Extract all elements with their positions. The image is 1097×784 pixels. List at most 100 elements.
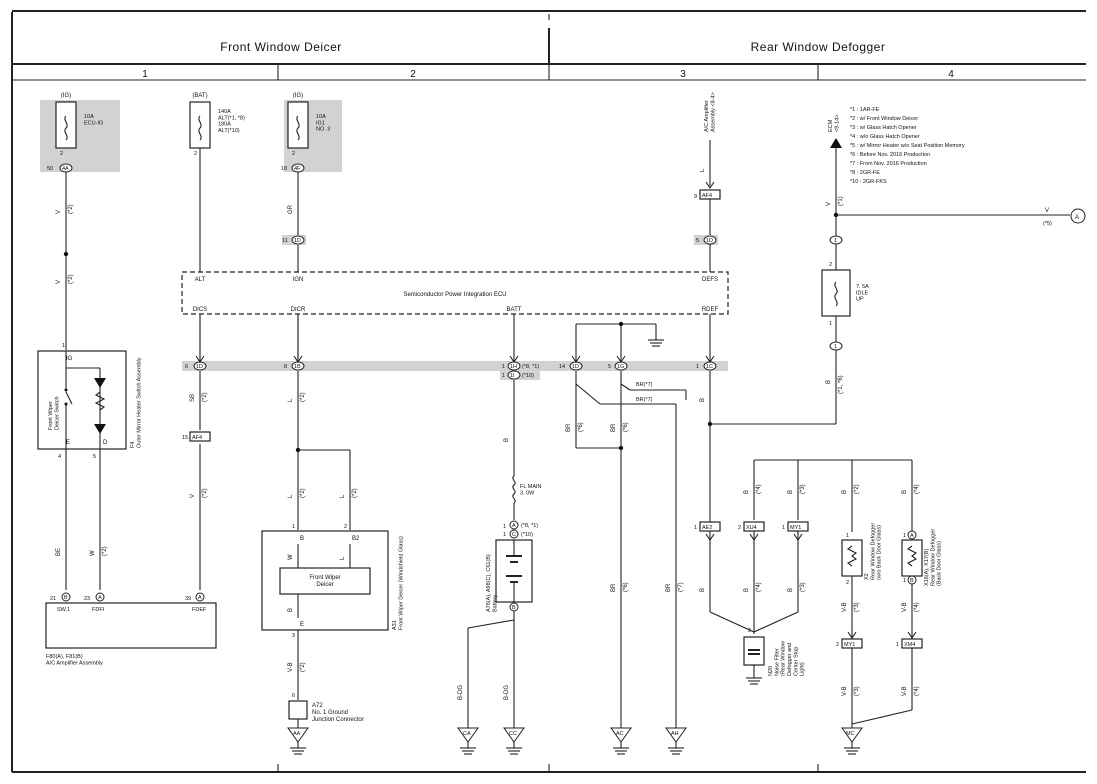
svg-text:B: B	[512, 605, 516, 611]
svg-text:*7 : From Nov. 2016 Production: *7 : From Nov. 2016 Production	[850, 161, 927, 167]
svg-text:(*2): (*2)	[300, 662, 306, 672]
svg-text:5: 5	[696, 238, 699, 244]
svg-text:(IG): (IG)	[293, 93, 303, 99]
svg-text:XM4: XM4	[904, 642, 915, 648]
column-label: 3	[680, 69, 686, 80]
svg-text:DEFS: DEFS	[702, 277, 718, 283]
svg-text:2: 2	[60, 151, 63, 157]
svg-text:1: 1	[903, 533, 906, 539]
svg-text:BR: BR	[566, 423, 572, 432]
svg-text:AA: AA	[293, 731, 301, 737]
svg-text:1: 1	[829, 321, 832, 327]
svg-text:B-DG: B-DG	[458, 685, 464, 700]
svg-text:11: 11	[282, 238, 288, 244]
ecu-label: Semiconductor Power Integration ECU	[403, 292, 506, 298]
svg-text:V-B: V-B	[902, 686, 908, 696]
fusible-link-icon	[512, 475, 516, 504]
svg-text:L: L	[340, 556, 346, 560]
svg-text:1: 1	[502, 373, 505, 379]
svg-text:FDFI: FDFI	[92, 607, 105, 613]
svg-text:Front WiperDeicer Switch: Front WiperDeicer Switch	[48, 396, 60, 430]
ground-icon: AC	[610, 727, 632, 755]
svg-text:E: E	[300, 622, 304, 628]
svg-text:15: 15	[182, 435, 188, 441]
svg-text:L: L	[288, 398, 294, 402]
svg-text:CA: CA	[463, 731, 471, 737]
svg-text:IG: IG	[66, 356, 73, 362]
svg-text:V: V	[190, 494, 196, 498]
svg-text:(*2): (*2)	[300, 392, 306, 402]
svg-text:MC: MC	[846, 731, 855, 737]
notes-legend: *1 : 1AR-FE *2 : w/ Front Window Deicer …	[850, 107, 965, 185]
svg-text:(*8, *1): (*8, *1)	[522, 364, 539, 370]
svg-text:AF4: AF4	[192, 435, 202, 441]
svg-text:A: A	[1075, 215, 1079, 221]
svg-text:21: 21	[50, 596, 56, 602]
svg-text:5: 5	[93, 454, 96, 460]
svg-text:B: B	[744, 588, 750, 592]
svg-text:W: W	[288, 554, 294, 560]
svg-text:14: 14	[559, 364, 565, 370]
svg-text:(*5): (*5)	[1043, 221, 1052, 227]
svg-text:*5 : w/ Mirror Heater w/o Seat: *5 : w/ Mirror Heater w/o Seat Position …	[850, 143, 965, 149]
svg-text:XU4: XU4	[746, 525, 757, 531]
svg-text:(*2): (*2)	[352, 488, 358, 498]
ac-amp-ref: A/C AmplifierAssembly <8-4>	[704, 92, 716, 132]
svg-text:6: 6	[292, 693, 295, 699]
fuse-icon	[198, 115, 202, 141]
svg-text:1D: 1D	[572, 364, 579, 370]
svg-text:1D: 1D	[196, 364, 203, 370]
svg-text:B: B	[64, 595, 68, 601]
svg-text:1: 1	[62, 343, 65, 349]
svg-text:C: C	[512, 532, 516, 538]
noise-filter-label: N20Noise Filter(Rear WindowDefogger andC…	[768, 641, 806, 676]
svg-text:L: L	[340, 494, 346, 498]
led-icon	[94, 378, 106, 388]
svg-text:BATT: BATT	[507, 307, 522, 313]
fuse-icon	[64, 115, 68, 141]
svg-text:DICR: DICR	[291, 307, 306, 313]
svg-text:V-B: V-B	[902, 602, 908, 612]
svg-text:AE2: AE2	[702, 525, 712, 531]
svg-text:1: 1	[834, 344, 837, 350]
svg-text:50: 50	[47, 166, 53, 172]
svg-text:(*10): (*10)	[522, 373, 534, 379]
svg-text:GR: GR	[288, 204, 294, 214]
svg-text:(*4): (*4)	[914, 686, 920, 696]
svg-text:(*4): (*4)	[914, 484, 920, 494]
svg-text:(*2): (*2)	[202, 488, 208, 498]
svg-text:1: 1	[503, 524, 506, 530]
ground-icon: CC	[503, 727, 525, 755]
svg-text:1: 1	[903, 578, 906, 584]
svg-text:BR: BR	[611, 423, 617, 432]
svg-text:B: B	[700, 398, 706, 402]
wires-col1: V (*2) V (*2) BE W (*2)	[56, 172, 108, 590]
svg-text:(*2): (*2)	[202, 392, 208, 402]
svg-text:B: B	[826, 380, 832, 384]
svg-text:4A: 4A	[62, 166, 69, 172]
svg-text:1I: 1I	[510, 373, 515, 379]
svg-text:B: B	[744, 490, 750, 494]
svg-text:V-B: V-B	[288, 662, 294, 672]
svg-text:(*3): (*3)	[800, 484, 806, 494]
svg-text:BE: BE	[56, 548, 62, 556]
svg-text:(*6): (*6)	[578, 422, 584, 432]
svg-text:1D: 1D	[706, 238, 713, 244]
ground-icon: CA	[457, 727, 479, 755]
svg-text:1: 1	[696, 364, 699, 370]
svg-text:E: E	[66, 440, 70, 446]
svg-text:A: A	[910, 533, 914, 539]
svg-text:(*3): (*3)	[854, 686, 860, 696]
svg-text:8: 8	[284, 364, 287, 370]
svg-text:(BAT): (BAT)	[192, 93, 207, 99]
svg-text:(*3): (*3)	[800, 582, 806, 592]
